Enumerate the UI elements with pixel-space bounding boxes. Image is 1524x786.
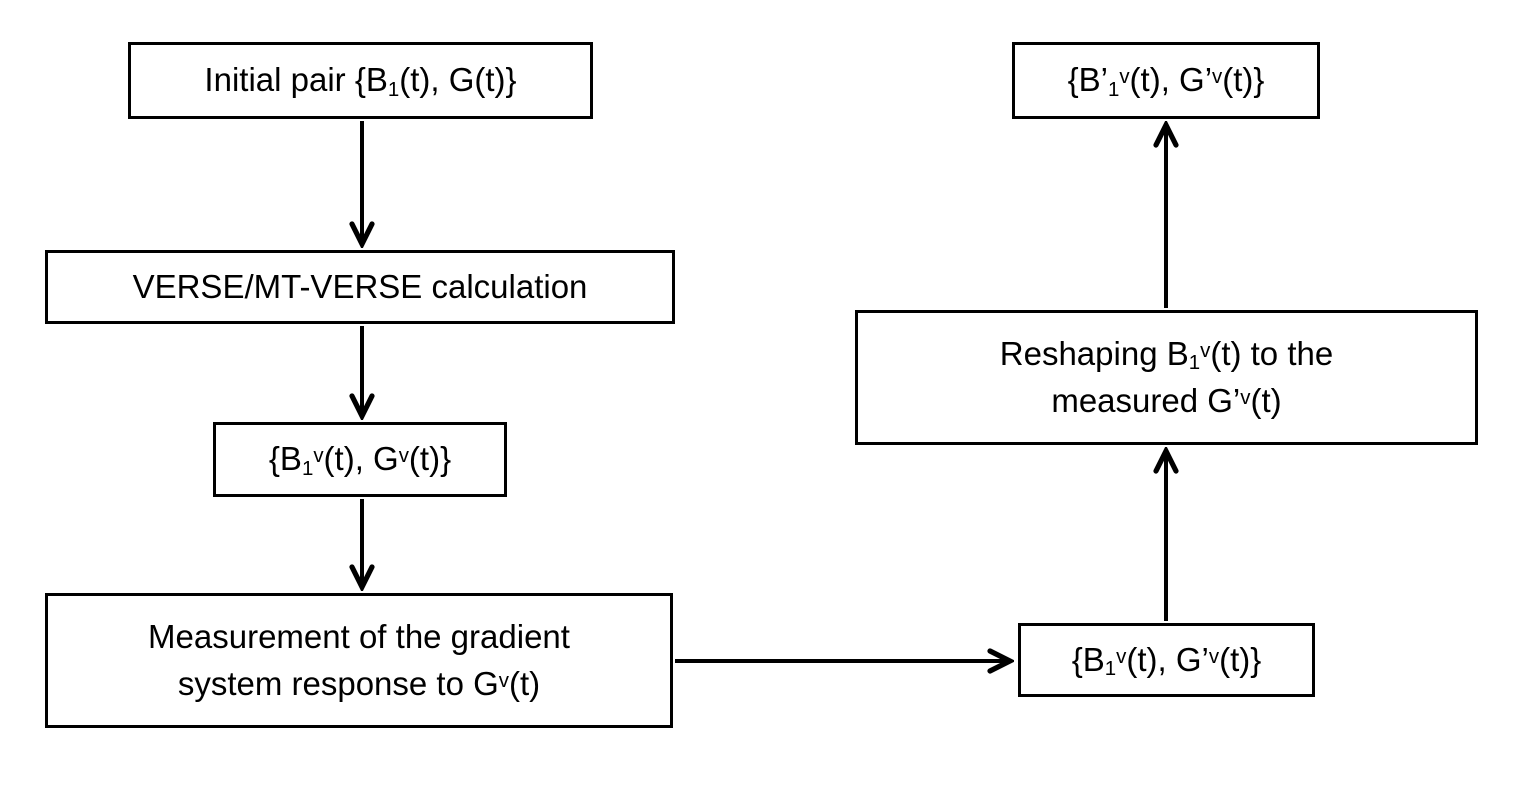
node-text-line: {B1v(t), G’v(t)} xyxy=(1071,640,1262,681)
flow-node-verse-pair: {B1v(t), Gv(t)} xyxy=(213,422,507,497)
node-text-line: Initial pair {B1(t), G(t)} xyxy=(204,61,517,101)
node-text-line: Measurement of the gradient xyxy=(148,617,570,655)
flow-node-verse-calculation: VERSE/MT-VERSE calculation xyxy=(45,250,675,324)
node-text-line: {B1v(t), Gv(t)} xyxy=(268,440,452,480)
node-text-line: Reshaping B1v(t) to the xyxy=(999,334,1334,375)
node-text-line: {B’1v(t), G’v(t)} xyxy=(1067,61,1265,101)
flow-node-final-pair: {B’1v(t), G’v(t)} xyxy=(1012,42,1320,119)
flow-node-measurement: Measurement of the gradient system respon… xyxy=(45,593,673,728)
node-text-line: system response to Gv(t) xyxy=(177,664,541,702)
node-text-line: VERSE/MT-VERSE calculation xyxy=(132,267,588,305)
flow-node-initial-pair: Initial pair {B1(t), G(t)} xyxy=(128,42,593,119)
flow-node-reshaping: Reshaping B1v(t) to the measured G’v(t) xyxy=(855,310,1478,445)
flow-node-measured-pair: {B1v(t), G’v(t)} xyxy=(1018,623,1315,697)
node-text-line: measured G’v(t) xyxy=(1051,381,1282,419)
